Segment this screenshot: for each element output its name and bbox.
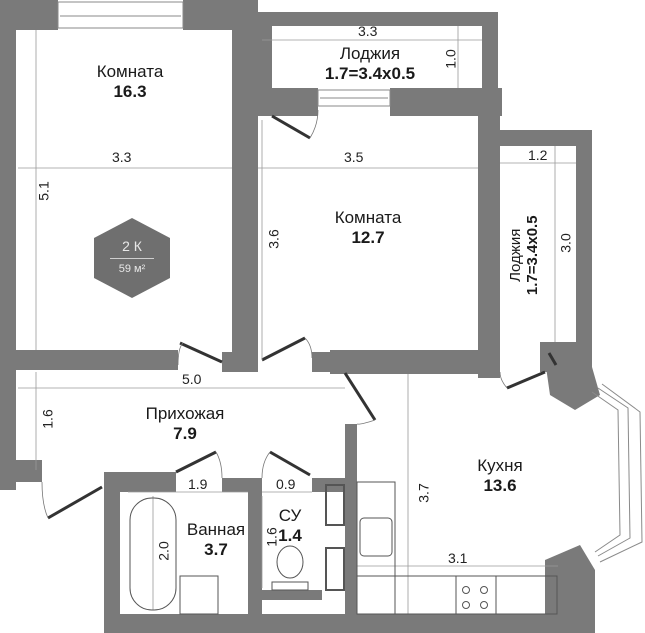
dim-loggia1-depth: 1.0 [442, 49, 459, 69]
dim-kitchen-width: 3.1 [448, 550, 468, 566]
room-label-loggia-1: Лоджия 1.7=3.4x0.5 [324, 44, 416, 83]
room-label-bedroom-1: Комната 16.3 [96, 62, 164, 101]
dim-kitchen-height: 3.7 [415, 483, 432, 503]
apartment-type: 2 К [122, 238, 142, 254]
fixtures [129, 481, 558, 615]
windows [57, 1, 391, 107]
dim-room1-width: 3.3 [112, 149, 132, 165]
dim-loggia2-width: 1.2 [528, 147, 548, 163]
dim-hall-height: 1.6 [39, 409, 56, 429]
dim-bath-width: 1.9 [188, 476, 208, 492]
dim-wc-height: 1.6 [263, 527, 280, 547]
door-swings [41, 109, 508, 519]
dim-bath-height: 2.0 [155, 541, 172, 561]
bay-window [591, 383, 643, 563]
dimension-lines [18, 26, 576, 614]
dim-room2-height: 3.6 [265, 229, 282, 249]
dim-room2-width: 3.5 [344, 149, 364, 165]
room-label-wc: СУ 1.4 [278, 506, 302, 545]
room-label-kitchen: Кухня 13.6 [477, 456, 523, 495]
dim-hall-width: 5.0 [182, 371, 202, 387]
badge-divider [110, 258, 154, 259]
dim-loggia2-height: 3.0 [557, 233, 574, 253]
dim-room1-height: 5.1 [35, 181, 52, 201]
total-area: 59 м² [118, 263, 146, 275]
room-label-bedroom-2: Комната 12.7 [334, 208, 402, 247]
walls [0, 0, 600, 633]
apartment-badge: 2 К 59 м² [94, 218, 170, 298]
dim-loggia1-width: 3.3 [358, 23, 378, 39]
room-label-hallway: Прихожая 7.9 [145, 404, 225, 443]
room-label-bathroom: Ванная 3.7 [186, 520, 246, 559]
room-label-loggia-2: Лоджия 1.7=3.4x0.5 [506, 215, 541, 296]
doors [47, 114, 558, 520]
dim-wc-width: 0.9 [276, 476, 296, 492]
